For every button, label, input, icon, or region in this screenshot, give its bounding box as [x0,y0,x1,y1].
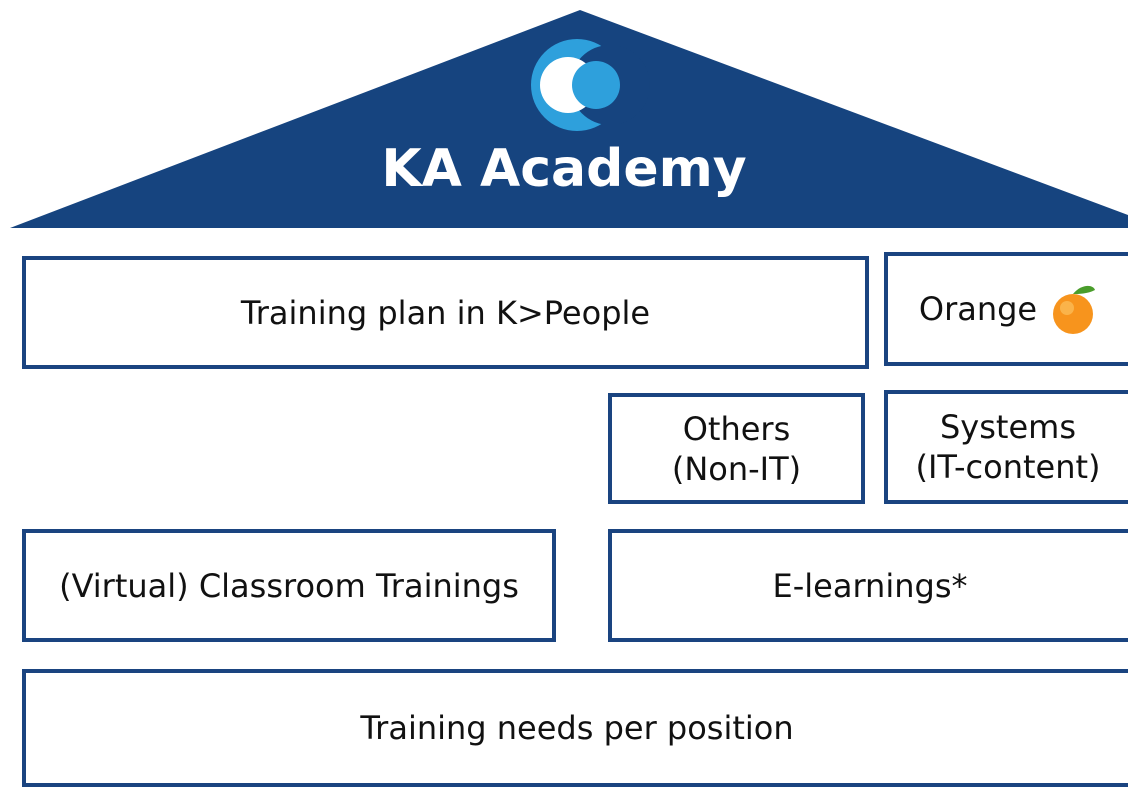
crescent-logo-icon [531,39,650,131]
training-plan-box: Training plan in K>People [22,256,869,369]
others-line1: Others [682,409,791,448]
elearnings-label: E-learnings* [772,566,968,605]
classroom-trainings-label: (Virtual) Classroom Trainings [59,566,519,605]
elearnings-box: E-learnings* [608,529,1128,642]
orange-label: Orange [918,290,1038,328]
systems-line2: (IT-content) [915,448,1101,486]
page-title: KA Academy [381,139,747,199]
others-line2: (Non-IT) [671,449,802,488]
systems-line1: Systems [939,408,1076,446]
training-needs-box: Training needs per position [22,669,1128,787]
training-needs-label: Training needs per position [360,709,794,747]
others-box: Others (Non-IT) [608,393,865,504]
orange-box: Orange [884,252,1128,366]
systems-box: Systems (IT-content) [884,390,1128,504]
roof-shape [10,10,1128,228]
training-plan-label: Training plan in K>People [240,293,651,332]
orange-fruit-icon [1053,285,1096,334]
classroom-trainings-box: (Virtual) Classroom Trainings [22,529,556,642]
